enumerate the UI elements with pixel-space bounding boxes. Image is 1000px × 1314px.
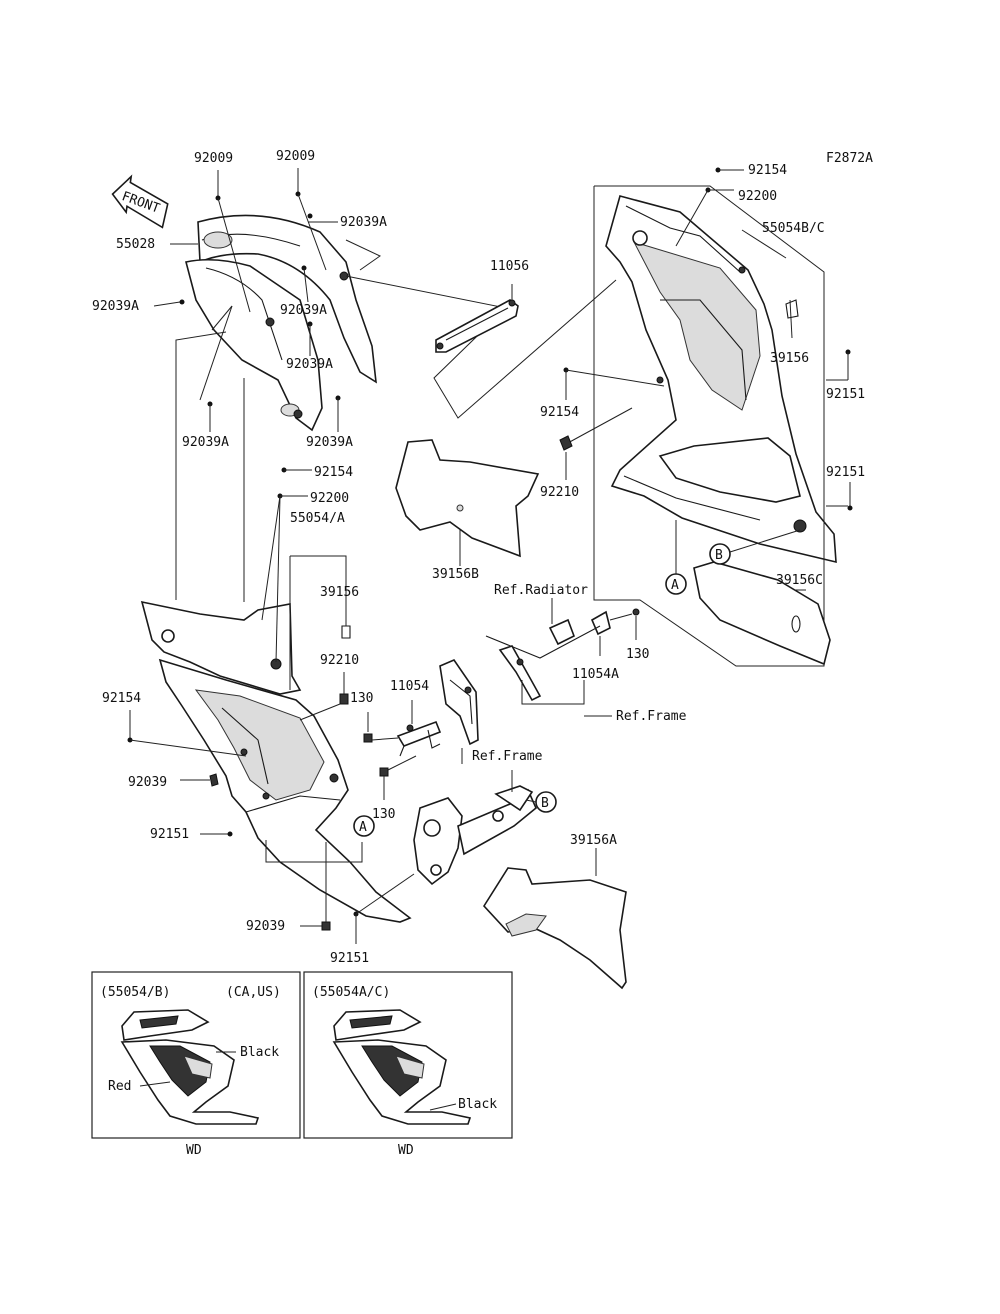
- callout-b-right-label: B: [715, 548, 723, 563]
- label-11054a: 11054A: [572, 667, 619, 682]
- label-92039a-low: 92039A: [182, 435, 229, 450]
- label-55054bc: 55054B/C: [762, 221, 825, 236]
- callout-a-right: A: [665, 520, 687, 595]
- inset-55054b: (55054/B) (CA,US) Black Red WD: [91, 971, 301, 1158]
- leader-lines-upper: [153, 168, 341, 432]
- inset-1-black: Black: [240, 1045, 279, 1060]
- bracket-11056-part: [435, 284, 519, 353]
- label-92200-top: 92200: [738, 189, 777, 204]
- label-ref-frame-center: Ref.Frame: [472, 749, 543, 764]
- label-ref-frame-right: Ref.Frame: [616, 709, 687, 724]
- label-39156c: 39156C: [776, 573, 823, 588]
- inset-2-caption: WD: [398, 1143, 414, 1158]
- label-92154-low: 92154: [102, 691, 141, 706]
- connector-outline-2: [345, 239, 381, 271]
- label-92151-r1: 92151: [826, 387, 865, 402]
- leader-lines-left: [127, 467, 415, 944]
- label-92009-a: 92009: [194, 151, 233, 166]
- callout-a-right-label: A: [671, 578, 679, 593]
- label-92039-a: 92039: [128, 775, 167, 790]
- label-92210-mid: 92210: [540, 485, 579, 500]
- part-labels: 92009 92009 92039A 55028 92039A 92039A 9…: [92, 149, 865, 966]
- leader-lines-right: [559, 167, 853, 511]
- inset-1-market: (CA,US): [226, 985, 281, 1000]
- label-ref-radiator: Ref.Radiator: [494, 583, 588, 598]
- label-92039a-mid: 92039A: [280, 303, 327, 318]
- label-130-b: 130: [372, 807, 395, 822]
- figure-code: F2872A: [826, 151, 873, 166]
- label-11056: 11056: [490, 259, 529, 274]
- front-arrow-icon: FRONT: [111, 174, 169, 229]
- label-92200-left: 92200: [310, 491, 349, 506]
- inset-1-caption: WD: [186, 1143, 202, 1158]
- connector-outline: [345, 275, 617, 419]
- label-92154-mid: 92154: [540, 405, 579, 420]
- label-92151-left: 92151: [150, 827, 189, 842]
- callout-b-center-label: B: [541, 796, 549, 811]
- callout-a-left-label: A: [359, 820, 367, 835]
- label-92154-top: 92154: [748, 163, 787, 178]
- label-11054: 11054: [390, 679, 429, 694]
- label-39156b: 39156B: [432, 567, 479, 582]
- inset-2-black: Black: [458, 1097, 497, 1112]
- inset-1-cowl-part: [120, 1009, 260, 1125]
- inset-2-cowl-part: [332, 1009, 472, 1125]
- pad-39156a-part: [482, 848, 627, 990]
- label-92039a-bottom: 92039A: [306, 435, 353, 450]
- label-39156-right: 39156: [770, 351, 809, 366]
- label-92154-left: 92154: [314, 465, 353, 480]
- pad-39156b-part: [395, 439, 540, 566]
- label-92151-r2: 92151: [826, 465, 865, 480]
- label-55054a: 55054/A: [290, 511, 345, 526]
- callout-a-left: A: [353, 815, 375, 837]
- right-side-cowl-part: [605, 195, 837, 564]
- left-cowl-outline: [175, 331, 363, 863]
- bracket-11054a-part: [485, 608, 640, 702]
- label-39156-left: 39156: [320, 585, 359, 600]
- frame-lower-part: [413, 770, 537, 886]
- label-92039a-left: 92039A: [92, 299, 139, 314]
- label-92039a-top: 92039A: [340, 215, 387, 230]
- pad-39156c-part: [693, 561, 831, 666]
- bracket-11054-part: [363, 700, 442, 800]
- label-130-c: 130: [626, 647, 649, 662]
- callout-b-right: B: [709, 529, 801, 565]
- label-92039a-mid2: 92039A: [286, 357, 333, 372]
- label-92009-b: 92009: [276, 149, 315, 164]
- label-39156a: 39156A: [570, 833, 617, 848]
- inset-55054ac: (55054A/C) Black WD: [303, 971, 513, 1158]
- inset-2-code: (55054A/C): [312, 985, 390, 1000]
- ref-frame-right-bracket: [521, 680, 585, 705]
- inset-1-red: Red: [108, 1079, 131, 1094]
- label-92210-left: 92210: [320, 653, 359, 668]
- callout-b-center: B: [525, 791, 557, 813]
- left-side-cowl-part: [140, 600, 412, 923]
- label-55028: 55028: [116, 237, 155, 252]
- upper-cowl-part: [185, 214, 377, 432]
- label-130-a: 130: [350, 691, 373, 706]
- frame-rail-center-part: [439, 659, 479, 746]
- label-92039-b: 92039: [246, 919, 285, 934]
- right-cowl-outline: [593, 185, 825, 667]
- label-92151-bottom: 92151: [330, 951, 369, 966]
- inset-1-code: (55054/B): [100, 985, 170, 1000]
